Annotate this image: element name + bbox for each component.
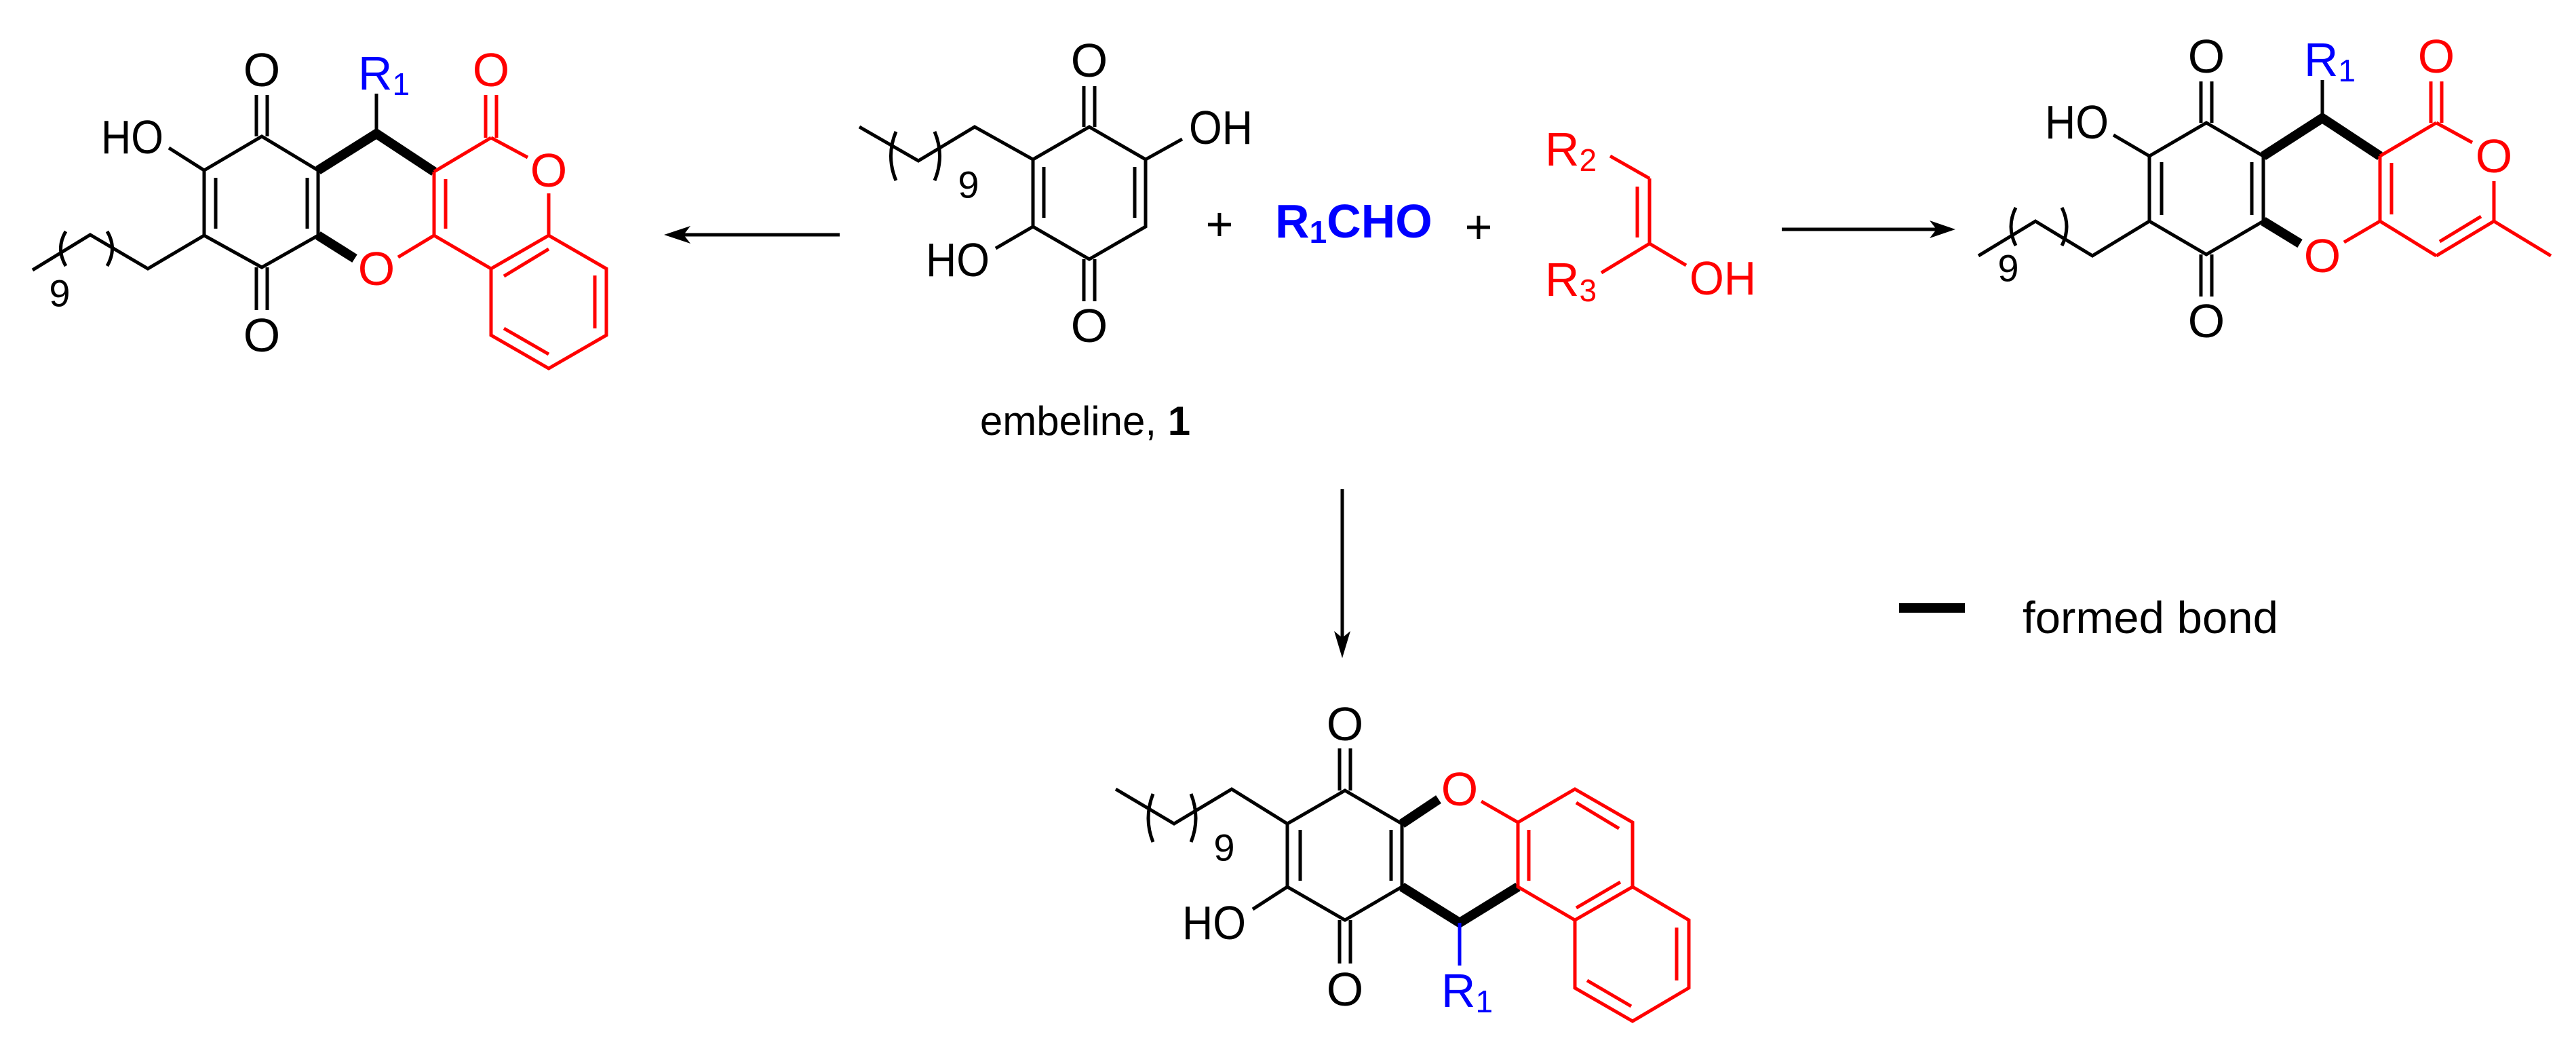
bottom-product-naphthopyran-fused: HO O O O R1 9	[1114, 698, 1691, 1023]
repeat-bracket-left	[59, 230, 68, 267]
hydroxyl-label: HO	[101, 111, 163, 164]
oxygen-label: O	[1327, 698, 1363, 750]
repeat-bracket-right	[1189, 793, 1198, 843]
bond	[2379, 219, 2438, 258]
arrowhead-icon	[1930, 221, 1955, 238]
hydroxyl-bond	[168, 146, 206, 172]
pyran-oxygen-label: O	[1441, 763, 1478, 816]
r1-label: R1	[1441, 964, 1493, 1019]
oxygen-label: O	[243, 43, 280, 96]
bond	[1480, 799, 1519, 824]
repeat-bracket-left	[1146, 793, 1155, 843]
hydroxyl-bond	[1251, 885, 1289, 911]
oxygen-label: O	[1071, 34, 1108, 87]
bond	[2379, 121, 2438, 158]
formed-bond	[315, 231, 357, 263]
hydroxyl-bond	[994, 225, 1034, 250]
double-bond-inner	[1575, 801, 1620, 831]
alkyl-chain	[858, 125, 1034, 163]
bond	[2343, 219, 2381, 244]
legend-label: formed bond	[2023, 592, 2278, 643]
quinone-ring	[2147, 121, 2265, 256]
pyran-oxygen-label: O	[2304, 229, 2341, 282]
oxygen-label: O	[1327, 963, 1363, 1016]
carbonyl-oxygen-label: O	[2418, 30, 2455, 83]
hydroxyl-label: HO	[926, 233, 990, 286]
hydroxyl-label: HO	[1182, 896, 1246, 949]
repeat-bracket-left	[889, 131, 898, 181]
plus-sign: +	[1465, 200, 1493, 253]
embeline: O O OH HO 9 embeline, 1	[858, 34, 1253, 444]
formed-bond	[1399, 883, 1521, 929]
hydroxyl-bond	[1144, 137, 1184, 161]
quinone-ring	[1031, 125, 1148, 261]
r1-label: R1	[358, 47, 410, 102]
r2-label: R2	[1545, 123, 1597, 178]
double-bond-inner	[1575, 880, 1622, 910]
repeat-count: 9	[958, 164, 979, 206]
benzene-ring	[489, 233, 608, 370]
oxygen-label: O	[1071, 299, 1108, 352]
repeat-count: 9	[49, 272, 70, 315]
bond	[490, 136, 529, 159]
formed-bond-swatch	[1899, 603, 1965, 613]
lactone-oxygen-label: O	[2476, 130, 2512, 183]
repeat-bracket-right	[2060, 206, 2069, 247]
hydroxyl-label: HO	[2045, 96, 2109, 149]
quinone-ring	[1285, 788, 1404, 922]
carbonyl-oxygen-label: O	[473, 43, 509, 96]
formed-bond	[2261, 217, 2303, 248]
bond	[1600, 242, 1651, 275]
bond	[2435, 121, 2474, 145]
enol-reactant: R2 R3 OH	[1545, 123, 1756, 308]
repeat-bracket-right	[105, 230, 114, 267]
formed-bond	[1399, 795, 1441, 828]
arrow-to-left-product	[664, 226, 840, 244]
pyran-oxygen-label: O	[358, 242, 395, 295]
bond	[433, 233, 492, 271]
arrowhead-icon	[1334, 631, 1350, 658]
naphthalene-ring-b	[1573, 885, 1691, 1023]
double-bond-inner	[1586, 978, 1633, 1008]
methyl-bond	[2493, 219, 2552, 258]
arrow-to-bottom-product	[1334, 489, 1350, 658]
aldehyde-label: R1CHO	[1275, 195, 1432, 250]
hydroxyl-label: OH	[1189, 101, 1253, 154]
double-bond-inner	[503, 247, 550, 278]
alkyl-chain	[31, 233, 206, 272]
arrowhead-icon	[664, 226, 690, 244]
left-product-coumarin-fused: HO O O O O O R1 9	[31, 43, 608, 370]
r1-label: R1	[2304, 33, 2356, 88]
oxygen-label: O	[243, 309, 280, 362]
naphthalene-ring-a	[1516, 787, 1635, 922]
repeat-bracket-right	[933, 131, 941, 181]
arrow-to-right-product	[1782, 221, 1955, 238]
r3-label: R3	[1545, 253, 1597, 308]
alkyl-chain	[1114, 787, 1289, 826]
right-product-pyranone-fused: HO O O O O O R1 9	[1977, 30, 2552, 347]
repeat-count: 9	[1213, 826, 1234, 869]
double-bond-inner	[503, 326, 550, 356]
bond	[433, 136, 492, 174]
oxygen-label: O	[2188, 294, 2225, 347]
bond	[397, 233, 435, 259]
repeat-bracket-left	[2009, 206, 2018, 247]
bond	[1609, 154, 1651, 180]
hydroxyl-label: OH	[1690, 252, 1756, 305]
quinone-ring	[202, 134, 320, 269]
oxygen-label: O	[2188, 30, 2225, 83]
compound-label: embeline, 1	[980, 398, 1190, 444]
hydroxyl-bond	[2112, 133, 2151, 158]
double-bond	[2435, 219, 2495, 258]
formed-bond	[315, 128, 437, 176]
plus-sign: +	[1206, 197, 1234, 250]
lactone-oxygen-label: O	[530, 144, 567, 197]
hydroxyl-bond	[1648, 242, 1687, 267]
double-bond-inner	[2438, 214, 2482, 244]
formed-bond	[2261, 112, 2383, 160]
repeat-count: 9	[1997, 247, 2018, 290]
legend: formed bond	[1899, 592, 2278, 643]
